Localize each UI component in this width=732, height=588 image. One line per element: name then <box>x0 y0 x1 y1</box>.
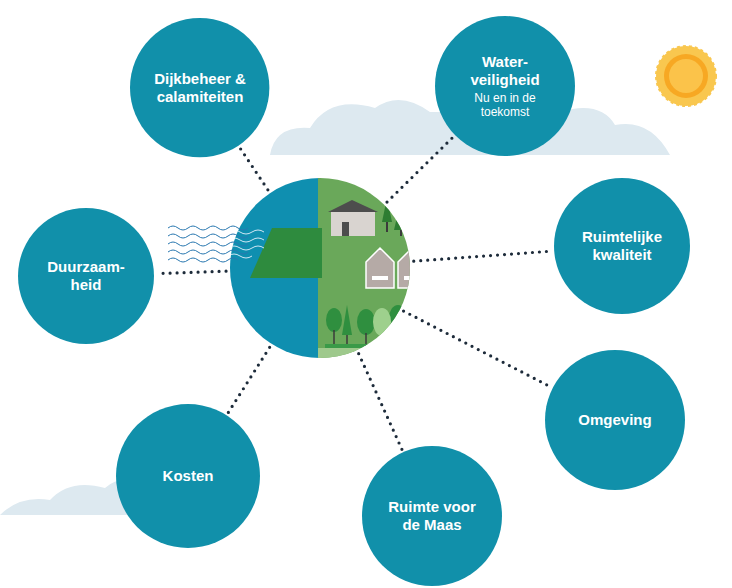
topic-circle: Ruimte voor de Maas <box>362 446 502 586</box>
topic-title: Dijkbeheer & calamiteiten <box>141 70 259 106</box>
circle-fill <box>18 208 154 344</box>
circle-fill <box>130 18 269 157</box>
dotted-leader <box>414 251 551 261</box>
dotted-leader <box>157 271 226 273</box>
circle-label: Ruimte voor de Maas <box>382 498 482 534</box>
topic-circle: Omgeving <box>545 350 685 490</box>
circle-label: Omgeving <box>556 411 674 429</box>
circle-fill <box>554 178 690 314</box>
circle-fill <box>545 350 685 490</box>
water-waves <box>168 226 248 262</box>
topic-title: Water- veiligheid <box>455 53 555 89</box>
topic-title: Omgeving <box>578 411 651 429</box>
topic-title: Duurzaam- heid <box>42 258 130 294</box>
circle-label: Water- veiligheidNu en in de toekomst <box>455 53 555 120</box>
circle-label: Ruimtelijke kwaliteit <box>567 228 677 264</box>
dotted-leader <box>240 148 268 189</box>
topic-circle: Water- veiligheidNu en in de toekomst <box>435 16 575 156</box>
topic-title: Ruimtelijke kwaliteit <box>567 228 677 264</box>
topic-subtitle: Nu en in de toekomst <box>455 91 555 120</box>
sun <box>656 46 716 106</box>
topic-circle: Kosten <box>116 404 260 548</box>
topic-title: Kosten <box>163 467 214 485</box>
topic-circle: Duurzaam- heid <box>18 208 154 344</box>
circle-label: Duurzaam- heid <box>42 258 130 294</box>
topic-circle: Dijkbeheer & calamiteiten <box>130 18 269 157</box>
dotted-leader <box>404 311 551 387</box>
dotted-leader <box>387 137 453 202</box>
topic-circle: Ruimtelijke kwaliteit <box>554 178 690 314</box>
circle-label: Kosten <box>129 467 247 485</box>
circle-label: Dijkbeheer & calamiteiten <box>141 70 259 106</box>
circle-fill <box>362 446 502 586</box>
river-dike-scene <box>225 175 438 368</box>
dotted-leader <box>359 354 402 450</box>
topic-title: Ruimte voor de Maas <box>382 498 482 534</box>
dotted-leader <box>228 347 269 412</box>
circle-fill <box>435 16 575 156</box>
circle-fill <box>116 404 260 548</box>
